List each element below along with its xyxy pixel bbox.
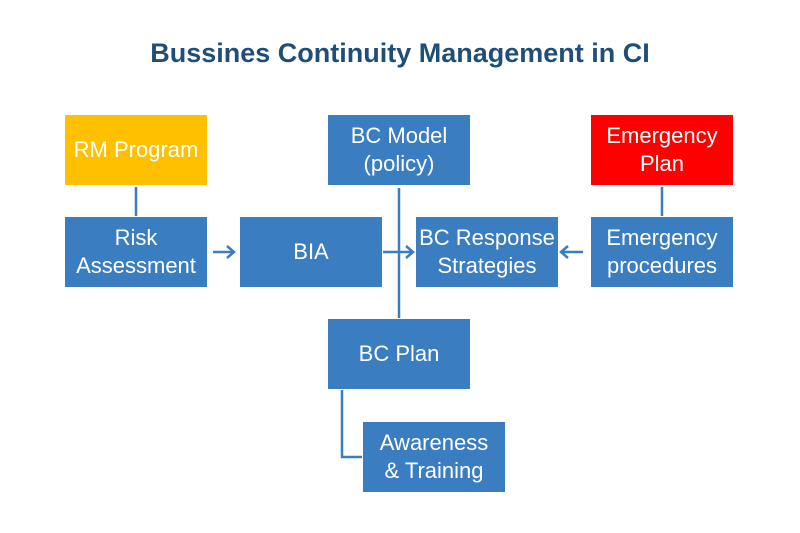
emergency-plan-label: Emergency Plan <box>606 123 718 176</box>
rm-program-node: RM Program <box>65 115 207 185</box>
bia-to-response-arrow <box>383 245 415 259</box>
emergency-procedures-label: Emergency procedures <box>606 225 718 278</box>
rm-program-label: RM Program <box>73 137 199 162</box>
bc-response-label: BC Response Strategies <box>419 225 555 278</box>
bc-plan-label: BC Plan <box>358 341 440 366</box>
page-title: Bussines Continuity Management in CI <box>150 38 650 68</box>
bc-model-label: BC Model (policy) <box>350 123 448 176</box>
bia-node: BIA <box>240 217 382 287</box>
risk-assessment-label: Risk Assessment <box>76 225 196 278</box>
awareness-training-node: Awareness & Training <box>363 422 505 492</box>
procedures-to-response-arrow <box>559 245 583 259</box>
risk-assessment-node: Risk Assessment <box>65 217 207 287</box>
bc-model-node: BC Model (policy) <box>328 115 470 185</box>
bc-plan-to-awareness-line <box>340 390 362 459</box>
emergency-procedures-node: Emergency procedures <box>591 217 733 287</box>
bia-label: BIA <box>293 239 329 264</box>
risk-to-bia-arrow <box>213 245 236 259</box>
emergency-plan-node: Emergency Plan <box>591 115 733 185</box>
bc-response-node: BC Response Strategies <box>416 217 558 287</box>
awareness-training-label: Awareness & Training <box>379 430 489 483</box>
bc-plan-node: BC Plan <box>328 319 470 389</box>
